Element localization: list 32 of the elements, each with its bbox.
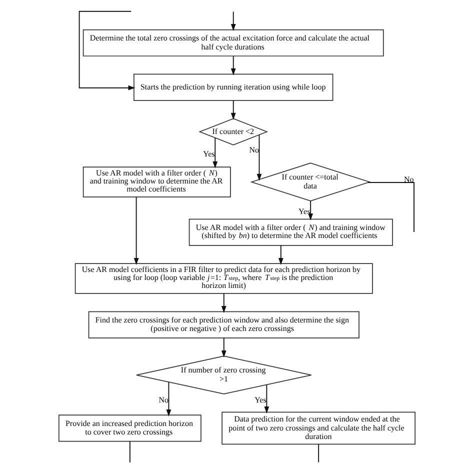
connector: [129, 440, 130, 463]
arrow: [212, 137, 218, 168]
arrow: [221, 293, 226, 314]
node-box: Use AR model with a filter order (N) and training window (shifted by bn) to determine the AR model coefficients: [188, 218, 393, 246]
arrow: [230, 11, 236, 32]
arrow: [308, 200, 314, 220]
arrow: [256, 134, 262, 181]
arrow: [230, 56, 236, 76]
connector: [318, 444, 320, 463]
arrow: [78, 10, 136, 90]
node-box: Determine the total zero crossings of the actual excitation force and calculate the actual half cycle durations: [82, 29, 384, 56]
arrow: [221, 338, 226, 358]
arrow: [166, 382, 172, 416]
node-diamond: If counter <=total data: [250, 162, 371, 202]
arrow: [230, 100, 236, 120]
node-diamond: If number of zero crossing >1: [136, 356, 312, 394]
connector: [368, 182, 414, 232]
node-diamond: If counter <2: [198, 118, 268, 146]
edge-label: Yes: [203, 149, 215, 158]
node-box: Starts the prediction by running iteration using while loop: [134, 74, 334, 101]
node-box: Data prediction for the current window ended at the point of two zero crossings and calculate the half cycle duration: [222, 412, 416, 445]
node-box: Use AR model with a filter order (N) and training window to determine the AR model coefficients: [82, 166, 231, 198]
arrow: [264, 384, 270, 414]
edge-label: No: [158, 395, 169, 404]
edge-label: Yes: [254, 395, 266, 404]
node-box: Find the zero crossings for each prediction window and also determine the sign (positive or negative ) of each zero crossings: [88, 311, 360, 338]
edge-label: Yes: [298, 206, 310, 216]
edge-label: No: [404, 174, 414, 184]
arrow: [134, 196, 139, 265]
arrow: [278, 244, 284, 265]
node-box: Provide an increased prediction horizon to cover two zero crossings: [58, 414, 202, 442]
edge-label: No: [249, 145, 260, 154]
